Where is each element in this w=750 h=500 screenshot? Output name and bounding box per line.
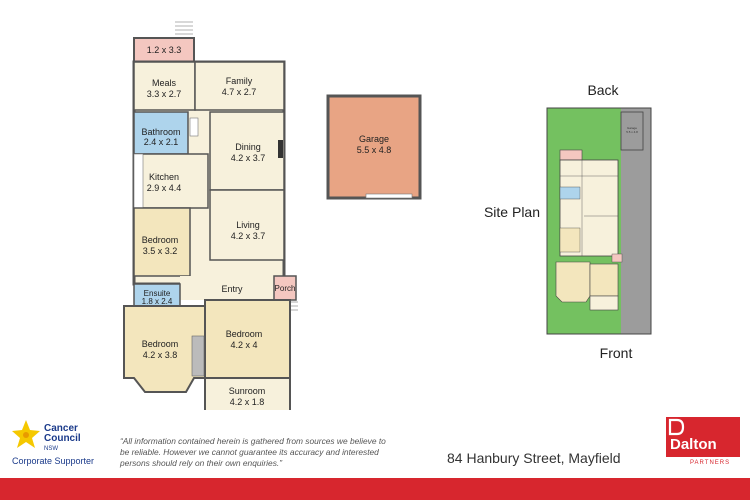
family-name: Family [226, 76, 253, 86]
bathroom-name: Bathroom [141, 127, 180, 137]
bedroom-room-3 [123, 305, 206, 393]
entry-name: Entry [221, 284, 243, 294]
kitchen-dims: 2.9 x 4.4 [147, 183, 182, 193]
bedroom-3-name: Bedroom [142, 339, 179, 349]
meals-name: Meals [152, 78, 177, 88]
bedroom-1-name: Bedroom [142, 235, 179, 245]
dining-name: Dining [235, 142, 261, 152]
living-name: Living [236, 220, 260, 230]
garage-door [365, 193, 413, 199]
fireplace [278, 140, 283, 158]
cancer-council-state: NSW [44, 446, 58, 452]
garage-dims: 5.5 x 4.8 [357, 145, 392, 155]
site-front-label: Front [600, 345, 633, 361]
living-dims: 4.2 x 3.7 [231, 231, 266, 241]
vanity-fixture [189, 117, 199, 137]
sunroom-dims: 4.2 x 1.8 [230, 397, 265, 407]
bedroom-1-dims: 3.5 x 3.2 [143, 246, 178, 256]
disclaimer-text: “All information contained herein is gat… [120, 436, 386, 468]
site-back-label: Back [587, 82, 619, 98]
bathroom-dims: 2.4 x 2.1 [144, 137, 179, 147]
porch-name: Porch [275, 284, 296, 293]
floor-plan-drawing: 1.2 x 3.3 Meals 3.3 x 2.7 Family 4.7 x 2… [123, 21, 652, 410]
site-plan-title: Site Plan [484, 204, 540, 220]
family-room [194, 61, 285, 111]
site-boundary [546, 107, 652, 335]
site-house [555, 149, 623, 311]
bedroom-room-2 [204, 299, 291, 379]
cancer-council-line1: Cancer [44, 423, 78, 434]
sunroom-room [204, 377, 291, 410]
family-dims: 4.7 x 2.7 [222, 87, 257, 97]
dining-room [209, 111, 285, 191]
kitchen-bench [133, 153, 144, 209]
cancer-council-daffodil-icon [12, 420, 40, 448]
garage-name: Garage [359, 134, 389, 144]
deck-room [133, 37, 195, 63]
property-address: 84 Hanbury Street, Mayfield [447, 450, 621, 466]
dalton-mark-icon [668, 418, 685, 436]
ensuite-name: Ensuite [144, 289, 171, 298]
dining-dims: 4.2 x 3.7 [231, 153, 266, 163]
back-steps [175, 21, 193, 35]
cancer-council-name: Cancer Council [44, 424, 81, 444]
meals-room [133, 61, 196, 111]
bedroom-2-name: Bedroom [226, 329, 263, 339]
kitchen-name: Kitchen [149, 172, 179, 182]
sunroom-name: Sunroom [229, 386, 266, 396]
garage-room [326, 94, 422, 200]
entry-hall [180, 276, 274, 300]
site-garage-dims: 5.5 x 4.8 [626, 130, 638, 134]
meals-dims: 3.3 x 2.7 [147, 89, 182, 99]
cancer-council-line2: Council [44, 433, 81, 444]
living-room [209, 189, 285, 261]
dalton-logo [666, 417, 740, 457]
robe [191, 335, 205, 377]
ensuite-dims: 1.8 x 2.4 [142, 297, 173, 306]
bedroom-3-dims: 4.2 x 3.8 [143, 350, 178, 360]
deck-dims: 1.2 x 3.3 [147, 45, 182, 55]
bedroom-2-dims: 4.2 x 4 [230, 340, 257, 350]
bedroom-room-1 [133, 207, 191, 277]
dalton-wordmark: Dalton [670, 436, 717, 453]
site-garage [620, 111, 644, 151]
corporate-supporter-label: Corporate Supporter [12, 456, 95, 466]
bottom-red-bar [0, 478, 750, 500]
site-garage-name: Garage [627, 126, 637, 130]
dalton-tagline: PARTNERS [690, 460, 731, 466]
